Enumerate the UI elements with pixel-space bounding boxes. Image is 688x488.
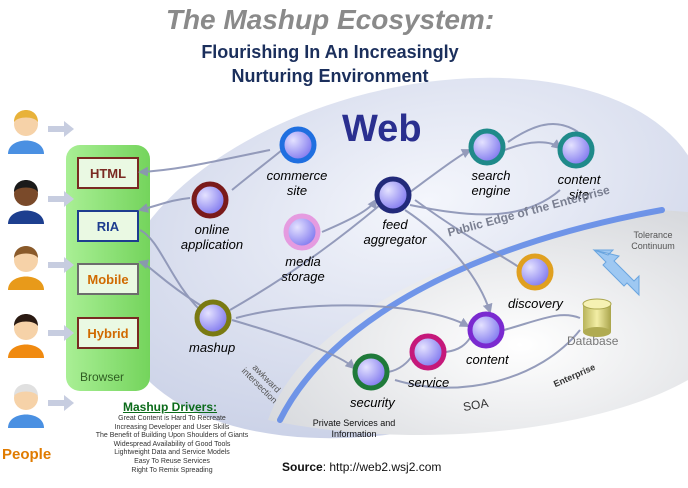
arrow-icon (48, 257, 74, 273)
browser-box-ria (77, 210, 139, 242)
arrow-icon (48, 395, 74, 411)
connector-line (445, 337, 471, 353)
browser-box-html (77, 157, 139, 189)
browser-box-label: Hybrid (87, 326, 128, 341)
person-icon (8, 314, 74, 358)
connector-line (138, 197, 191, 213)
browser-box-label: Mobile (87, 272, 128, 287)
node-feed (374, 176, 412, 214)
node-mashup (194, 299, 232, 337)
driver-item: Great Content is Hard To Recreate (118, 415, 226, 422)
connector-line (404, 209, 493, 314)
connector-line (138, 149, 271, 177)
source-citation: Source: http://web2.wsj2.com (282, 460, 441, 474)
arrow-icon (48, 325, 74, 341)
security-label: security (350, 395, 395, 410)
node-content-site (557, 131, 595, 169)
connector-line (231, 149, 283, 191)
person-icon (8, 110, 74, 154)
node-discovery (516, 253, 554, 291)
browser-box-label: RIA (97, 219, 120, 234)
connector-line (414, 199, 521, 269)
connector-line (139, 229, 201, 311)
connector-line (409, 149, 472, 193)
driver-item: Increasing Developer and User Skills (114, 423, 230, 431)
arrow-icon (48, 121, 74, 137)
person-icon (8, 246, 74, 290)
web-label: Web (342, 108, 422, 150)
person-icon (8, 384, 74, 428)
source-url: : http://web2.wsj2.com (322, 460, 442, 474)
node-search (468, 128, 506, 166)
connector-line (235, 304, 470, 327)
people-label: People (2, 446, 52, 463)
person-icon (8, 180, 74, 224)
browser-box-label: HTML (90, 166, 126, 181)
browser-box-hybrid (77, 317, 139, 349)
diagram-subtitle: Flourishing In An Increasingly Nurturing… (130, 40, 530, 88)
node-media (283, 213, 321, 251)
connector-line (321, 198, 378, 233)
source-label: Source (282, 460, 323, 474)
subtitle-line-2: Nurturing Environment (231, 66, 429, 86)
browser-box-mobile (77, 263, 139, 295)
database-icon (582, 298, 612, 337)
driver-item: The Benefit of Building Upon Shoulders o… (95, 432, 249, 440)
service-label: service (408, 375, 450, 390)
diagram-title: The Mashup Ecosystem: (165, 4, 495, 35)
node-content (467, 311, 505, 349)
public-edge-curve (277, 207, 665, 423)
connector-line (229, 204, 381, 311)
discovery-label: discovery (508, 296, 563, 311)
mashup-label: mashup (189, 340, 236, 355)
connector-line (231, 319, 356, 370)
tolerance-arrow (592, 249, 640, 297)
node-service (409, 333, 447, 371)
subtitle-line-1: Flourishing In An Increasingly (201, 42, 459, 62)
arrow-icon (48, 191, 74, 207)
browser-label: Browser (80, 370, 125, 384)
node-security (352, 353, 390, 391)
driver-item: Easy To Reuse Services (134, 457, 210, 465)
connector-line (503, 314, 581, 331)
database-label: Database (567, 334, 619, 348)
node-online (191, 181, 229, 219)
content-label: content (466, 352, 509, 367)
driver-item: Lightweight Data and Service Models (114, 449, 230, 457)
mashup-drivers-title: Mashup Drivers: (122, 400, 218, 414)
node-commerce (279, 126, 317, 164)
connector-line (507, 122, 579, 143)
connector-line (504, 139, 562, 151)
driver-item: Right To Remix Spreading (131, 466, 213, 474)
connector-line (394, 329, 581, 389)
driver-item: Widespread Availability of Good Tools (113, 440, 231, 448)
